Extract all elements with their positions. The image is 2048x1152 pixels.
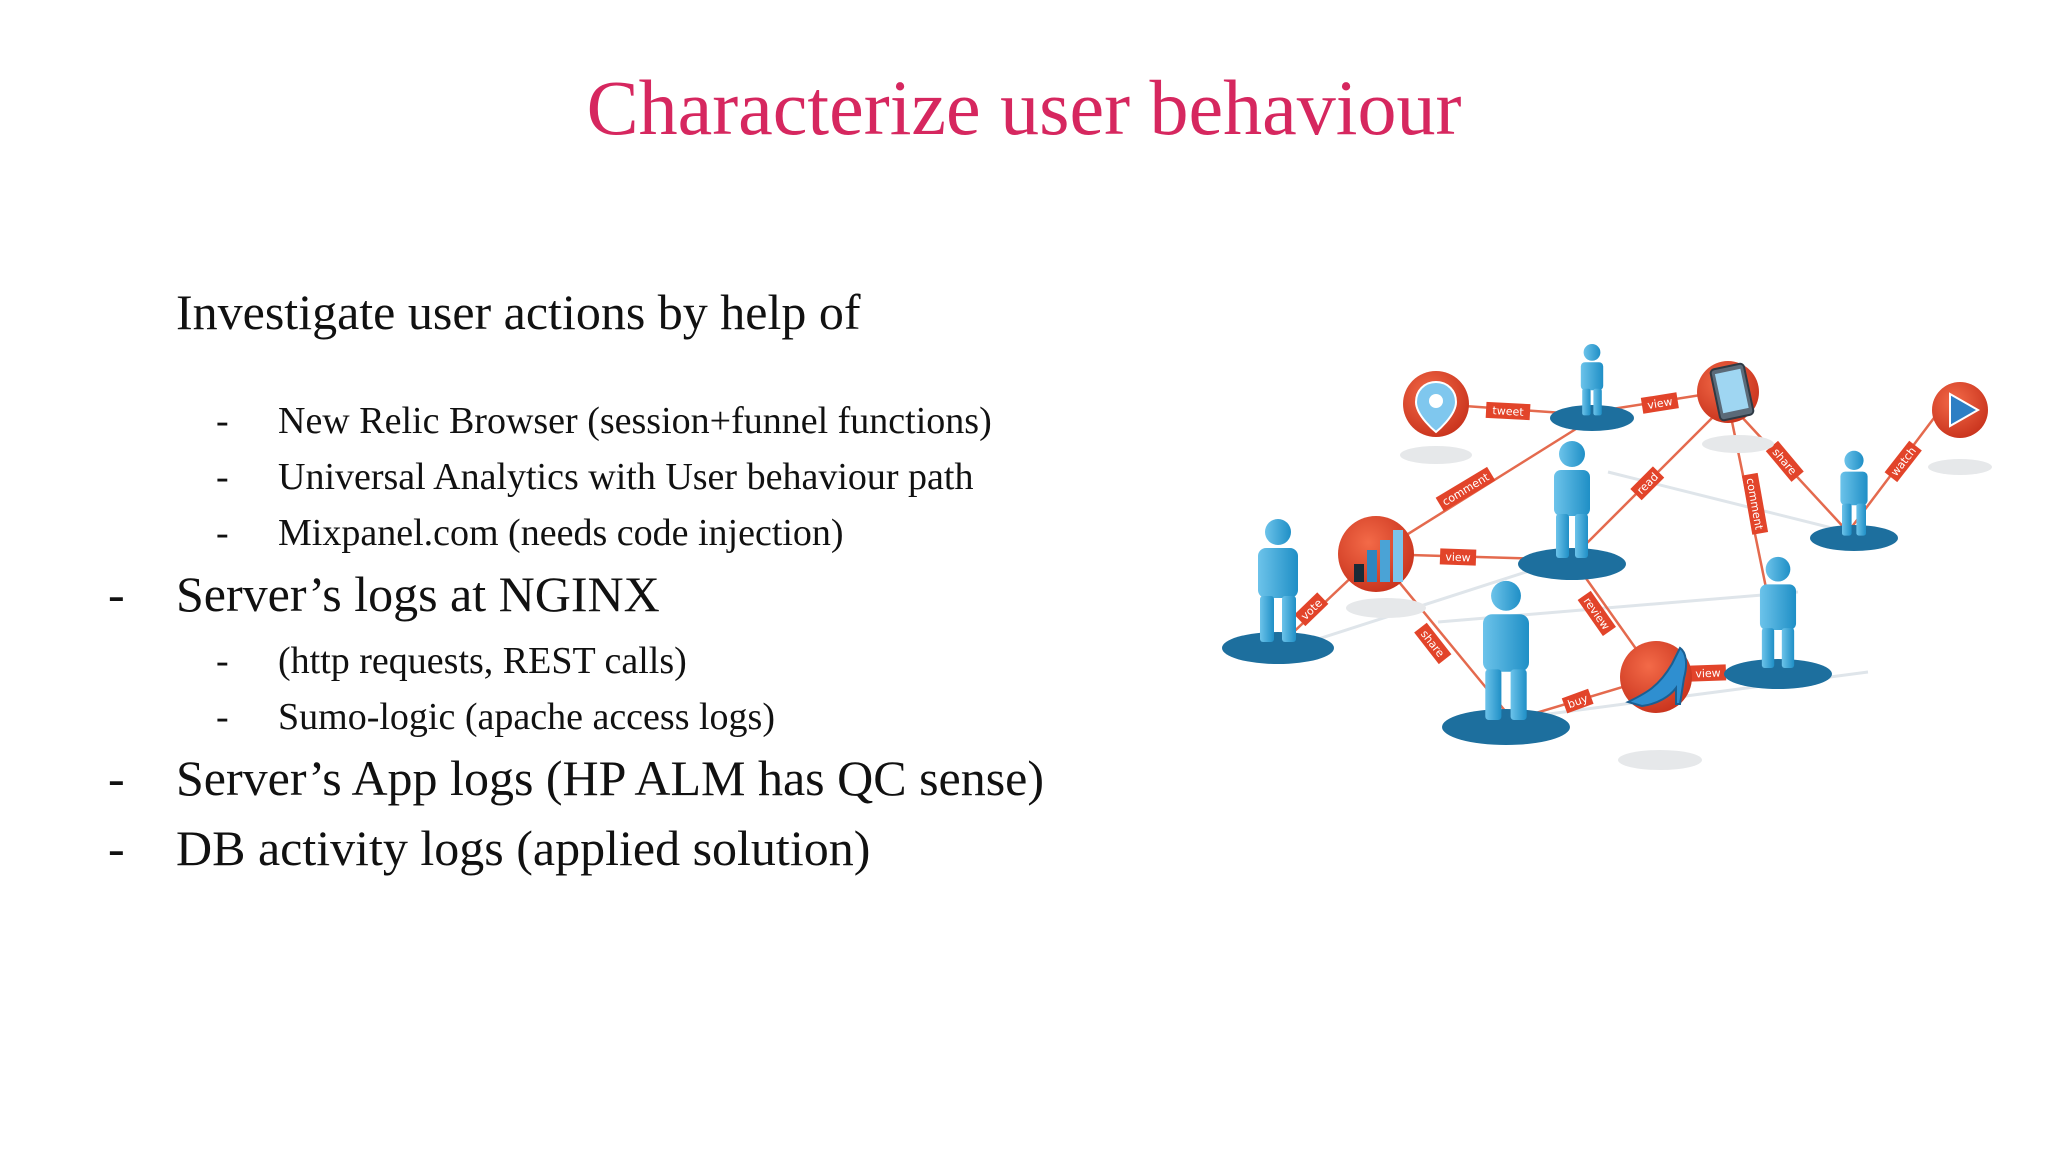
tablet-icon [1709,362,1755,422]
person-icon [1258,519,1298,642]
bullet-dash: - [216,640,229,682]
bullet-dash: - [108,750,125,806]
edge-label: view [1445,551,1471,565]
bullet-dash: - [216,456,229,498]
bullet-dash: - [216,512,229,554]
person-icon [1759,556,1797,668]
bullet-text: Server’s logs at NGINX [176,566,660,622]
person-nodes [1222,344,1898,745]
person-icon [1483,580,1529,720]
play-icon [1949,392,1981,428]
edge-label: tweet [1492,404,1524,419]
bullet-text: Universal Analytics with User behaviour … [278,456,974,498]
person-icon [1840,450,1868,536]
location-pin-icon [1414,380,1458,434]
bullet-text: Sumo-logic (apache access logs) [278,696,775,738]
edge-label: comment [1440,470,1492,508]
bullet-text: New Relic Browser (session+funnel functi… [278,400,992,442]
high-heel-shoe-icon [1625,646,1688,708]
intro-text: Investigate user actions by help of [176,284,861,340]
network-graph: tweet view share watch comment [1222,344,1992,770]
person-icon [1554,441,1590,558]
social-network-illustration: tweet view share watch comment [1188,292,2022,784]
bullet-text: DB activity logs (applied solution) [176,820,871,876]
slide-content: Investigate user actions by help of - Ne… [108,284,1045,876]
bullet-text: (http requests, REST calls) [278,640,687,682]
bullet-dash: - [216,696,229,738]
bullet-dash: - [216,400,229,442]
edge-label: view [1646,395,1673,412]
bullet-text: Server’s App logs (HP ALM has QC sense) [176,750,1045,806]
edge-label: view [1695,667,1721,681]
person-icon [1580,344,1604,416]
bullet-dash: - [108,820,125,876]
bullet-dash: - [108,566,125,622]
red-nodes [1338,361,1988,713]
bar-chart-icon [1354,530,1403,582]
slide-title: Characterize user behaviour [586,64,1462,151]
edge-labels: tweet view share watch comment [1294,392,1922,714]
bullet-text: Mixpanel.com (needs code injection) [278,512,844,554]
node-shadows [1346,435,1992,770]
